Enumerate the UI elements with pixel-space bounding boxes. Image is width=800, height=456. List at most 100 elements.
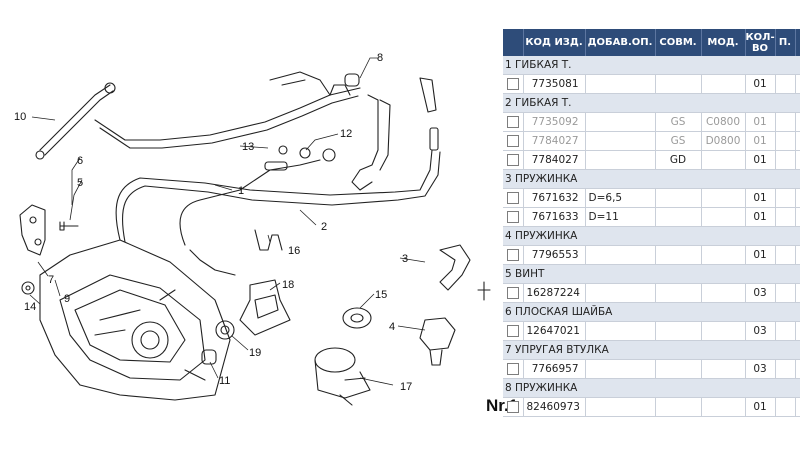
p-cell (775, 283, 796, 303)
s-cell (795, 207, 800, 227)
row-checkbox-cell (503, 131, 524, 151)
callout-17: 17 (400, 381, 412, 393)
additional-option (585, 74, 656, 94)
parts-table-panel: КОД ИЗД. ДОБАВ.ОП. СОВМ. МОД. КОЛ-ВО П. … (503, 29, 800, 456)
diagram-drawing: 1 2 3 4 5 6 7 8 9 10 11 12 13 14 15 16 1… (14, 52, 491, 406)
quantity: 01 (745, 207, 776, 227)
row-checkbox[interactable] (506, 363, 519, 375)
model: C0800 (701, 112, 746, 132)
group-title: ГИБКАЯ Т. (515, 97, 572, 109)
p-cell (775, 207, 796, 227)
callout-5: 5 (77, 177, 83, 189)
part-code: 7796553 (523, 245, 586, 265)
header-compat[interactable]: СОВМ. (655, 29, 702, 56)
header-blank (503, 29, 524, 56)
group-number: 4 (505, 230, 512, 242)
row-checkbox-cell (503, 283, 524, 303)
s-cell (795, 283, 800, 303)
header-qty[interactable]: КОЛ-ВО (745, 29, 776, 56)
quantity: 03 (745, 283, 776, 303)
callout-13: 13 (242, 141, 254, 153)
group-number: 3 (505, 173, 512, 185)
header-s[interactable]: С (795, 29, 800, 56)
row-checkbox[interactable] (506, 154, 519, 166)
row-checkbox[interactable] (506, 78, 519, 90)
s-cell (795, 74, 800, 94)
additional-option (585, 283, 656, 303)
callout-8: 8 (377, 52, 383, 64)
header-additional[interactable]: ДОБАВ.ОП. (585, 29, 656, 56)
group-number: 8 (505, 382, 512, 394)
row-checkbox[interactable] (506, 135, 519, 147)
part-code: 7784027 (523, 131, 586, 151)
group-row: 2 ГИБКАЯ Т. (503, 93, 800, 113)
group-heading: 8 ПРУЖИНКА (503, 378, 800, 398)
row-checkbox[interactable] (506, 287, 519, 299)
group-title: УПРУГАЯ ВТУЛКА (515, 344, 609, 356)
part-code: 7671632 (523, 188, 586, 208)
callout-15: 15 (375, 289, 387, 301)
additional-option (585, 245, 656, 265)
row-checkbox-cell (503, 207, 524, 227)
group-row: 4 ПРУЖИНКА (503, 226, 800, 246)
row-checkbox[interactable] (506, 116, 519, 128)
group-title: ПРУЖИНКА (515, 230, 578, 242)
group-heading: 3 ПРУЖИНКА (503, 169, 800, 189)
group-number: 2 (505, 97, 512, 109)
callout-10: 10 (14, 111, 26, 123)
model: D0800 (701, 131, 746, 151)
model (701, 283, 746, 303)
compatibility (655, 397, 702, 417)
compatibility (655, 245, 702, 265)
callout-1: 1 (238, 185, 244, 197)
model (701, 188, 746, 208)
model (701, 321, 746, 341)
header-p[interactable]: П. (775, 29, 796, 56)
part-code: 7735092 (523, 112, 586, 132)
row-checkbox-cell (503, 150, 524, 170)
s-cell (795, 112, 800, 132)
s-cell (795, 131, 800, 151)
row-checkbox[interactable] (506, 192, 519, 204)
p-cell (775, 397, 796, 417)
callout-16: 16 (288, 245, 300, 257)
group-heading: 1 ГИБКАЯ Т. (503, 56, 800, 75)
quantity: 01 (745, 245, 776, 265)
table-row[interactable]: 7796553 01 (503, 245, 800, 265)
p-cell (775, 112, 796, 132)
s-cell (795, 359, 800, 379)
p-cell (775, 188, 796, 208)
model (701, 245, 746, 265)
group-row: 5 ВИНТ (503, 264, 800, 284)
additional-option (585, 321, 656, 341)
row-checkbox-cell (503, 112, 524, 132)
p-cell (775, 359, 796, 379)
callout-18: 18 (282, 279, 294, 291)
group-title: ПРУЖИНКА (515, 382, 578, 394)
quantity: 01 (745, 150, 776, 170)
group-heading: 5 ВИНТ (503, 264, 800, 284)
row-checkbox[interactable] (506, 249, 519, 261)
group-number: 5 (505, 268, 512, 280)
row-checkbox[interactable] (506, 211, 519, 223)
group-title: ГИБКАЯ Т. (515, 59, 572, 71)
group-title: ПРУЖИНКА (515, 173, 578, 185)
row-checkbox[interactable] (506, 401, 519, 413)
header-code[interactable]: КОД ИЗД. (523, 29, 586, 56)
row-checkbox[interactable] (506, 325, 519, 337)
quantity: 01 (745, 188, 776, 208)
additional-option (585, 131, 656, 151)
callout-7: 7 (48, 274, 54, 286)
header-model[interactable]: МОД. (701, 29, 746, 56)
compatibility (655, 321, 702, 341)
